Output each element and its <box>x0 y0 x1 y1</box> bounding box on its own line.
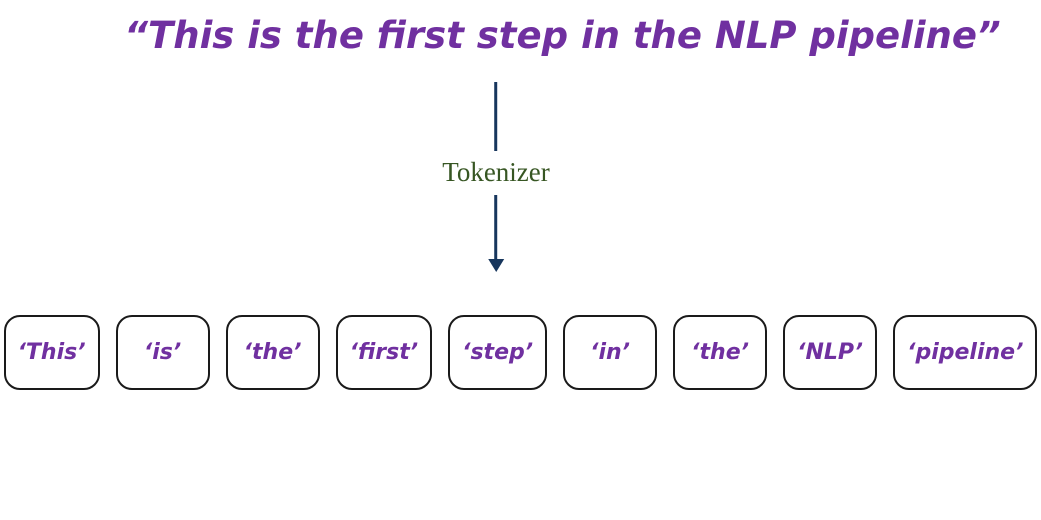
token-label: ‘This’ <box>17 340 86 365</box>
arrow-line-bottom <box>494 194 498 259</box>
token-box: ‘in’ <box>563 315 658 390</box>
token-label: ‘the’ <box>691 340 749 365</box>
token-label: ‘pipeline’ <box>907 340 1024 365</box>
token-label: ‘step’ <box>462 340 534 365</box>
tokenizer-label: Tokenizer <box>442 157 550 187</box>
token-label: ‘the’ <box>243 340 302 365</box>
token-label: ‘first’ <box>349 340 419 365</box>
token-box: ‘the’ <box>225 315 320 390</box>
sentence-title: “This is the first step in the NLP pipel… <box>124 14 1001 57</box>
arrow-head-icon <box>488 258 504 272</box>
token-box: ‘This’ <box>3 315 100 390</box>
token-box: ‘step’ <box>448 315 548 390</box>
arrow-line-top <box>494 82 498 151</box>
token-box: ‘is’ <box>115 315 210 390</box>
tokenizer-flow: Tokenizer <box>442 82 550 272</box>
token-box: ‘first’ <box>335 315 433 390</box>
token-label: ‘NLP’ <box>797 340 864 365</box>
token-box: ‘pipeline’ <box>893 315 1038 390</box>
token-row: ‘This’ ‘is’ ‘the’ ‘first’ ‘step’ ‘in’ ‘t… <box>0 315 1041 390</box>
token-box: ‘NLP’ <box>783 315 878 390</box>
token-box: ‘the’ <box>673 315 768 390</box>
token-label: ‘is’ <box>143 340 182 365</box>
token-label: ‘in’ <box>590 340 631 365</box>
